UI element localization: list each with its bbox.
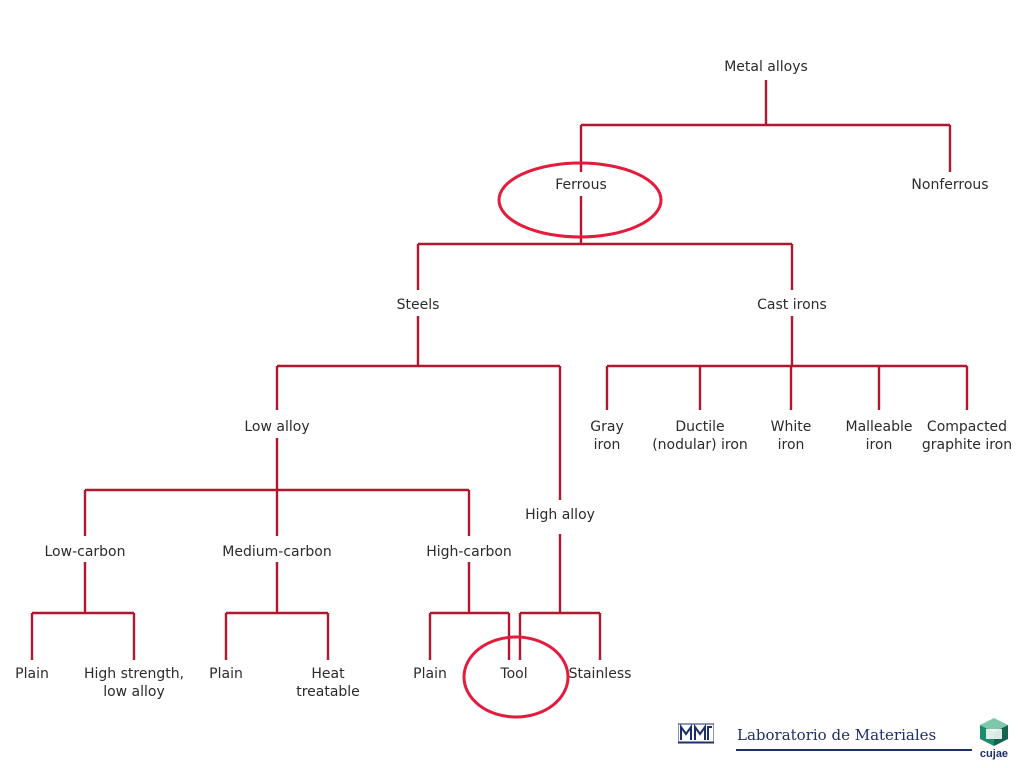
lab-name: Laboratorio de Materiales: [737, 726, 937, 744]
node-high-carbon: High-carbon: [426, 544, 512, 560]
node-nonferrous: Nonferrous: [911, 177, 988, 193]
connector-metal-alloys-branch: [579, 80, 952, 172]
node-medium-carbon: Medium-carbon: [222, 544, 331, 560]
connector-low-carbon-branch: [30, 562, 136, 660]
node-plain-low: Plain: [15, 666, 49, 682]
footer-branding: Laboratorio de Materiales cujae: [676, 716, 1016, 760]
node-steels: Steels: [397, 297, 440, 313]
highlight-tool: [462, 635, 570, 719]
node-low-alloy: Low alloy: [244, 419, 309, 435]
highlight-circles: [462, 161, 663, 719]
connector-cast-irons-branch: [605, 316, 969, 410]
node-plain-medium: Plain: [209, 666, 243, 682]
cujae-logo-icon: cujae: [980, 718, 1008, 760]
node-low-carbon: Low-carbon: [45, 544, 126, 560]
connector-steels-branch: [275, 316, 562, 500]
node-stainless: Stainless: [569, 666, 632, 682]
node-hsla: High strength,low alloy: [84, 666, 184, 700]
lab-logo-icon: [678, 723, 714, 744]
node-plain-high: Plain: [413, 666, 447, 682]
cujae-logo-text: cujae: [980, 748, 1008, 760]
node-high-alloy: High alloy: [525, 507, 595, 523]
connector-high-alloy-branch: [518, 534, 602, 660]
node-ferrous: Ferrous: [555, 177, 607, 193]
connector-high-carbon-branch: [428, 562, 511, 660]
connector-lines: [30, 80, 969, 660]
connector-ferrous-branch: [416, 196, 794, 290]
node-cast-irons: Cast irons: [757, 297, 827, 313]
node-tool: Tool: [499, 666, 527, 682]
highlight-ferrous: [497, 161, 663, 239]
connector-medium-carbon-branch: [224, 562, 330, 660]
connector-low-alloy-branch: [83, 438, 471, 536]
footer-divider: [736, 749, 972, 751]
node-metal-alloys: Metal alloys: [724, 59, 808, 75]
node-ductile-iron: Ductile(nodular) iron: [652, 419, 748, 453]
